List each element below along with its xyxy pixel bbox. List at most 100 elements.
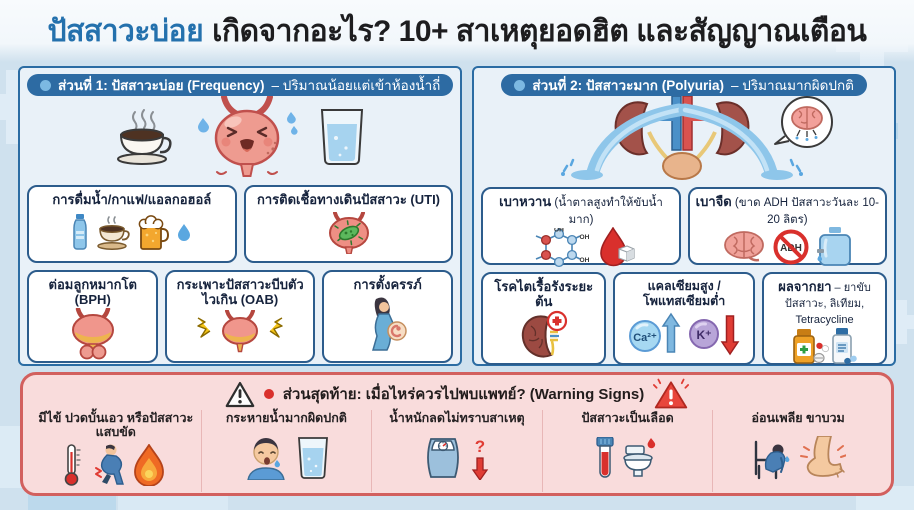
card-icons: OH OH OH [528,227,635,269]
warning-label: กระหายน้ำมากผิดปกติ [225,411,347,425]
no-adh-sign-icon: ADH [773,229,809,265]
warning-label: มีไข้ ปวดบั้นเอว หรือปัสสาวะแสบขัด [38,411,194,440]
card-icons [72,207,191,258]
warning-label: อ่อนเพลีย ขาบวม [751,411,845,425]
water-glass-icon [297,437,328,480]
cause-card-oab: กระเพาะปัสสาวะบีบตัวไวเกิน (OAB) [165,270,315,363]
warning-icons [64,440,167,491]
glucose-molecule-icon: OH OH OH [535,228,589,268]
card-icons: Ca²⁺ K⁺ [628,309,740,361]
card-title: การตั้งครรภ์ [353,277,422,292]
svg-text:K⁺: K⁺ [696,328,711,342]
warning-item-weight-loss: น้ำหนักลดไม่ทราบสาเหตุ ? [371,410,542,492]
svg-text:OH: OH [579,234,589,241]
beer-mug-icon [138,214,170,250]
weight-scale-icon [427,438,460,479]
polyuria-illustration [481,96,887,180]
overactive-bladder-lightning-icon [197,309,283,353]
question-down-arrow-icon: ? [472,437,489,481]
page-title: ปัสสาวะบ่อย เกิดจากอะไร? 10+ สาเหตุยอดฮิ… [0,0,914,62]
card-title: เบาหวาน (น้ำตาลสูงทำให้ขับน้ำมาก) [499,194,663,226]
warning-label: ปัสสาวะเป็นเลือด [581,411,674,425]
svg-text:?: ? [475,437,485,456]
coffee-cup-icon [117,109,172,165]
bullet-dot-icon [263,389,274,399]
title-highlight: ปัสสาวะบ่อย [47,14,204,48]
water-drop-icon [178,223,191,241]
section1-header: ส่วนที่ 1: ปัสสาวะบ่อย (Frequency) – ปริ… [27,74,454,96]
warning-header-text: ส่วนสุดท้าย: เมื่อไหร่ควรไปพบแพทย์? (War… [282,386,645,403]
cause-card-bph: ต่อมลูกหมากโต (BPH) [27,270,159,363]
medicine-bottles-pills-icon [792,327,857,364]
kidney-medical-cross-icon [521,310,567,358]
frequency-illustration [27,96,453,178]
card-title: แคลเซียมสูง / โพแทสเซียมต่ำ [642,279,726,308]
water-jug-icon [817,227,852,267]
section1-header-title: ส่วนที่ 1: ปัสสาวะบ่อย (Frequency) [58,78,265,93]
cause-card-uti: การติดเชื้อทางเดินปัสสาวะ (UTI) [243,185,454,263]
fire-icon [134,444,165,487]
svg-text:OH: OH [579,257,589,264]
cause-card-chronic-kidney-disease: โรคไตเรื้อรังระยะต้น [481,272,607,365]
card-icons [792,327,858,367]
blood-test-tube-icon [596,437,614,478]
card-title: การดื่มน้ำ/กาแฟ/แอลกอฮอล์ [52,192,212,207]
svg-text:OH: OH [554,228,564,233]
bullet-dot-icon [40,79,51,91]
cause-card-pregnancy: การตั้งครรภ์ [321,270,454,363]
bullet-dot-icon [514,79,526,91]
cause-panels: ส่วนที่ 1: ปัสสาวะบ่อย (Frequency) – ปริ… [18,66,896,366]
section-polyuria: ส่วนที่ 2: ปัสสาวะมาก (Polyuria) – ปริมา… [472,66,896,366]
blood-drop-sugar-cube-icon [599,227,635,267]
card-title: กระเพาะปัสสาวะบีบตัวไวเกิน (OAB) [176,277,304,308]
warning-icons [595,425,660,491]
brain-icon [724,231,765,262]
card-title: เบาจืด (ขาด ADH ปัสสาวะวันละ 10-20 ลิตร) [695,194,880,226]
water-glass-icon [321,109,364,165]
svg-text:Ca²⁺: Ca²⁺ [633,332,657,344]
kidneys-water-fountain-icon [561,96,834,180]
coffee-cup-icon [97,215,131,250]
warning-item-blood-in-urine: ปัสสาวะเป็นเลือด [541,410,713,492]
cause-card-electrolyte-imbalance: แคลเซียมสูง / โพแทสเซียมต่ำ Ca²⁺ K⁺ [613,272,756,365]
warning-header: ส่วนสุดท้าย: เมื่อไหร่ควรไปพบแพทย์? (War… [31,378,883,410]
warning-label: น้ำหนักลดไม่ทราบสาเหตุ [389,411,525,425]
card-icons [64,307,122,360]
section2-header-title: ส่วนที่ 2: ปัสสาวะมาก (Polyuria) [532,78,724,93]
card-title: ต่อมลูกหมากโต (BPH) [48,277,137,308]
section2-header: ส่วนที่ 2: ปัสสาวะมาก (Polyuria) – ปริมา… [501,74,867,96]
card-icons [519,310,569,360]
warning-item-fever-flank-pain: มีไข้ ปวดบั้นเอว หรือปัสสาวะแสบขัด [31,410,201,492]
warning-items: มีไข้ ปวดบั้นเอว หรือปัสสาวะแสบขัด [31,410,883,492]
pregnant-woman-icon [371,297,407,351]
card-icons [197,308,283,358]
toilet-blood-drop-icon [623,438,656,477]
card-icons: ADH [723,227,852,267]
calcium-up-arrow-icon: Ca²⁺ [628,312,681,353]
section1-header-subtitle: – ปริมาณน้อยแต่เข้าห้องน้ำถี่ [271,78,441,93]
title-rest: เกิดจากอะไร? 10+ สาเหตุยอดฮิต และสัญญาณเ… [212,14,867,48]
warning-triangle-red-icon [653,378,690,409]
warning-triangle-outline-icon [225,381,255,407]
warning-icons [244,425,329,491]
frequency-causes-row-1: การดื่มน้ำ/กาแฟ/แอลกอฮอล์ [27,185,454,263]
warning-section: ส่วนสุดท้าย: เมื่อไหร่ควรไปพบแพทย์? (War… [20,372,894,496]
card-title: ผลจากยา – ยาขับปัสสาวะ, ลิเทียม, Tetracy… [778,279,871,326]
thirsty-person-icon [247,438,285,481]
back-pain-person-icon [95,444,125,486]
warning-icons [751,425,846,491]
polyuria-causes-row-2: โรคไตเรื้อรังระยะต้น [481,272,887,365]
water-bottle-icon [73,213,88,250]
card-icons [366,292,410,358]
frequency-causes-row-2: ต่อมลูกหมากโต (BPH) กระเพาะปัสสาวะ [27,270,454,363]
card-icons [321,207,377,258]
cause-card-medications: ผลจากยา – ยาขับปัสสาวะ, ลิเทียม, Tetracy… [762,272,887,365]
cause-card-diabetes-insipidus: เบาจืด (ขาด ADH ปัสสาวะวันละ 10-20 ลิตร)… [687,187,888,267]
card-title: การติดเชื้อทางเดินปัสสาวะ (UTI) [257,192,441,207]
thermometer-icon [64,444,81,487]
section-frequency: ส่วนที่ 1: ปัสสาวะบ่อย (Frequency) – ปริ… [18,66,463,366]
card-title: โรคไตเรื้อรังระยะต้น [494,279,594,310]
prostate-bladder-icon [71,307,114,360]
cause-card-fluid-intake: การดื่มน้ำ/กาแฟ/แอลกอฮอล์ [27,185,237,263]
